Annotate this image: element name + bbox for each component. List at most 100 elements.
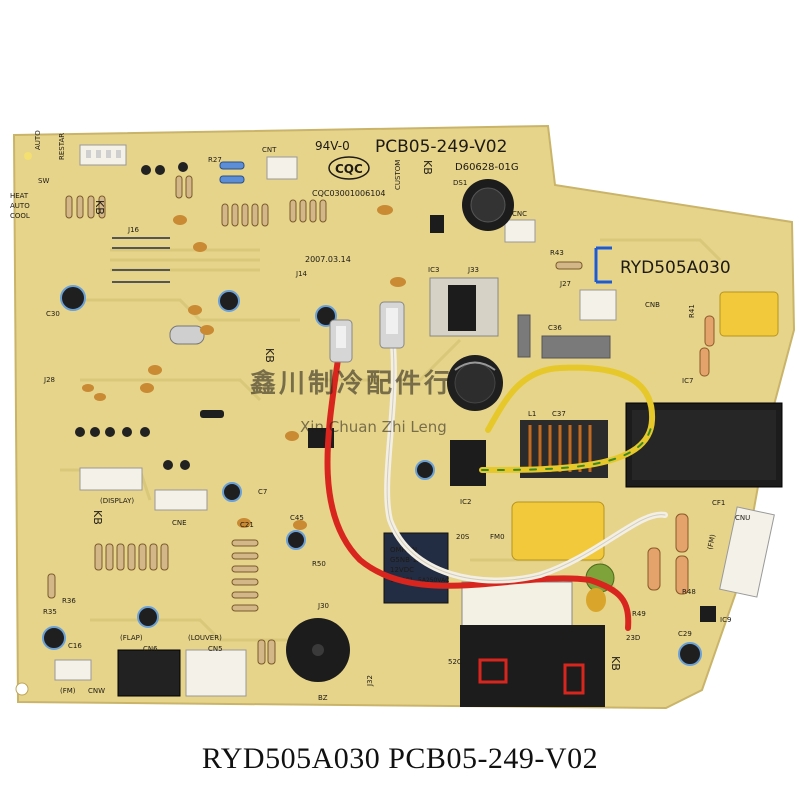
svg-text:12VDC: 12VDC: [390, 566, 414, 574]
connector-cnb: CNB J27: [559, 280, 660, 321]
svg-text:CF1: CF1: [712, 499, 725, 507]
wire-red: [324, 342, 632, 631]
j16-label: J16: [127, 226, 140, 234]
resistor-power-1: [675, 513, 689, 553]
svg-text:C37: C37: [552, 410, 566, 418]
bridge-rectifier-ds1: DS1: [453, 179, 514, 231]
pcb-code-label: PCB05-249-V02: [375, 137, 507, 157]
svg-text:Xin Chuan Zhi Leng: Xin Chuan Zhi Leng: [300, 418, 447, 436]
build-date-label: 2007.03.14: [305, 255, 351, 264]
r35-label: R35: [43, 608, 57, 616]
svg-text:IC7: IC7: [682, 377, 693, 385]
spade-terminal-left: [329, 319, 353, 363]
cqc-mark: CQC: [328, 156, 370, 180]
chip-ic9: [700, 606, 716, 622]
svg-text:J27: J27: [559, 280, 571, 288]
resistor-r42: [699, 347, 710, 377]
sw-label: SW: [38, 177, 49, 185]
flammability-label: 94V-0: [315, 139, 350, 153]
svg-text:KB: KB: [93, 200, 106, 215]
c45-label: C45: [290, 514, 304, 522]
capacitor-lower-mid: [137, 606, 159, 628]
svg-text:鑫川制冷配件行: 鑫川制冷配件行: [250, 368, 453, 399]
x-capacitor-top: [719, 291, 779, 337]
svg-text:L1: L1: [528, 410, 536, 418]
heat-label: HEAT: [10, 192, 29, 200]
capacitor-c16: [42, 626, 66, 650]
capacitor-grey-vert: [517, 314, 531, 358]
mounting-hole: [15, 682, 29, 696]
j28-label: J28: [43, 376, 55, 384]
connector-display: (DISPLAY): [79, 467, 143, 505]
svg-text:CNU: CNU: [735, 514, 750, 522]
ic9-label: IC9: [720, 616, 731, 624]
buzzer-bz: BZ J30: [286, 602, 350, 702]
r43-label: R43: [550, 249, 564, 257]
j32-label: J32: [366, 675, 374, 687]
connector-cne: CNE: [154, 489, 208, 527]
crystal-oscillator: [169, 325, 205, 345]
capacitor-top-mid: [218, 290, 240, 312]
resistor-r36: R36: [47, 573, 76, 605]
fm0-label: FM0: [490, 533, 505, 541]
jumper-wires-left: [112, 237, 170, 283]
svg-text:CNC: CNC: [512, 210, 527, 218]
svg-text:(FM): (FM): [60, 687, 76, 695]
resistor-power-2: [675, 555, 689, 595]
date-code-label: D60628-01G: [455, 162, 519, 173]
cert-number-label: CQC03001006104: [312, 189, 385, 198]
svg-text:(FM): (FM): [706, 533, 717, 550]
svg-text:KB: KB: [263, 348, 276, 363]
transistor-row-left: [75, 427, 190, 470]
connector-louver: (LOUVER) CN5: [185, 634, 247, 697]
model-marker: [594, 246, 612, 284]
svg-text:(FLAP): (FLAP): [120, 634, 143, 642]
auto-mode-label: AUTO: [34, 130, 42, 150]
restar-label: RESTAR: [58, 133, 66, 160]
svg-text:KB: KB: [91, 510, 104, 525]
spade-terminal-right: [379, 301, 405, 349]
svg-text:52C: 52C: [448, 658, 462, 666]
svg-text:J33: J33: [467, 266, 479, 274]
svg-text:CN5: CN5: [208, 645, 223, 653]
svg-text:J30: J30: [317, 602, 329, 610]
wire-white: [384, 332, 668, 584]
resistor-r41: R41: [688, 304, 715, 347]
svg-text:KB: KB: [421, 160, 434, 175]
transformer: IC7: [625, 377, 783, 488]
svg-text:R41: R41: [688, 304, 696, 318]
c7-label: C7: [258, 488, 267, 496]
connector-cnc: CNC: [504, 210, 536, 243]
wire-yellow-green: [479, 364, 656, 473]
s20-label: 20S: [456, 533, 470, 541]
svg-text:5A250VAC: 5A250VAC: [418, 577, 449, 584]
chip-diode: [200, 410, 224, 418]
chip-ic6: [430, 215, 444, 233]
r27-label: R27: [208, 156, 222, 164]
capacitor-c7: [222, 482, 242, 502]
connector-top-left: [79, 144, 127, 166]
svg-text:CQC: CQC: [335, 162, 363, 176]
svg-text:C36: C36: [548, 324, 562, 332]
resistor-bank-top-middle: [221, 199, 327, 227]
resistor-r27b: [219, 175, 245, 184]
regulator-ic2: [450, 440, 486, 486]
r48-label: R48: [682, 588, 696, 596]
svg-text:CN6: CN6: [143, 645, 158, 653]
r50-label: R50: [312, 560, 326, 568]
pcb-photo: 94V-0 PCB05-249-V02 CQC CQC03001006104 D…: [10, 124, 796, 710]
film-capacitor: [511, 501, 605, 561]
ic2-label: IC2: [460, 498, 471, 506]
svg-text:CNW: CNW: [88, 687, 105, 695]
svg-text:R36: R36: [62, 597, 76, 605]
led-indicator: [24, 152, 32, 160]
s23d-label: 23D: [626, 634, 640, 642]
capacitor-right: [415, 460, 435, 480]
svg-text:OMRON: OMRON: [390, 546, 417, 554]
kb-marks: KB KB KB KB KB: [91, 160, 622, 671]
resistor-power-3: [647, 547, 661, 591]
cool-label: COOL: [10, 212, 30, 220]
capacitor-c45: [286, 530, 306, 550]
svg-text:KB: KB: [609, 656, 622, 671]
